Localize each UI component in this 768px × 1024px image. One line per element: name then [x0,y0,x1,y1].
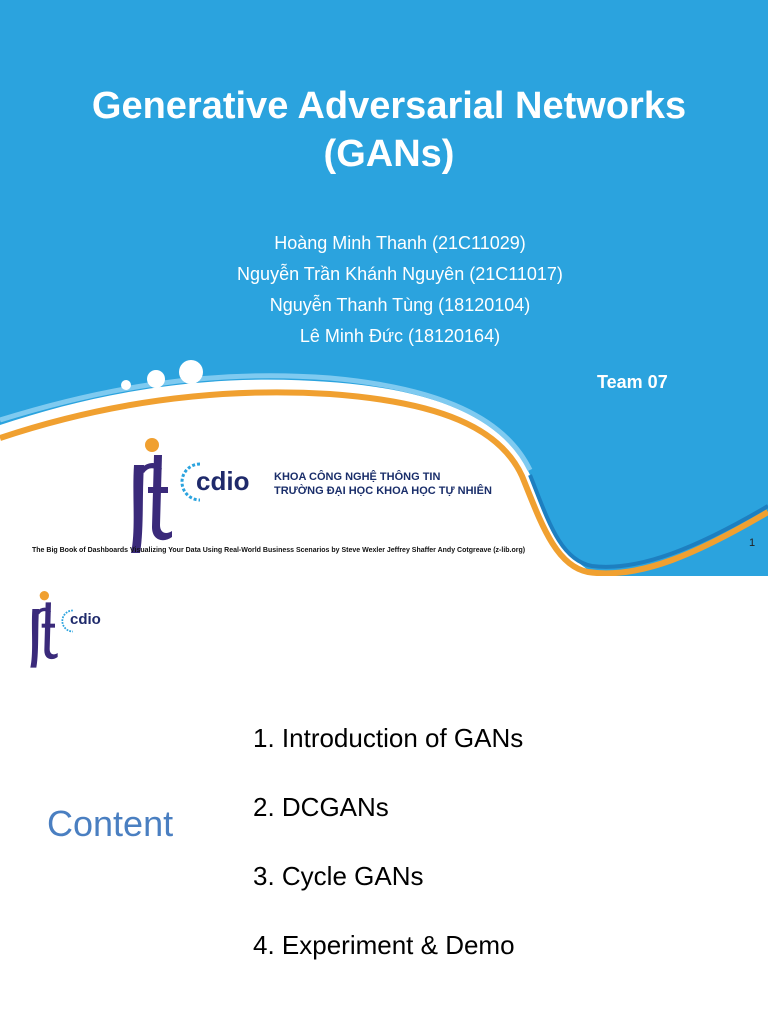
cdio-arc-small-icon [61,609,73,633]
content-slide: cdio Content 1. Introduction of GANs 2. … [0,577,768,1024]
toc-item: 4. Experiment & Demo [253,930,515,960]
school-name: KHOA CÔNG NGHỆ THÔNG TIN TRƯỜNG ĐẠI HỌC … [274,470,492,498]
cdio-logo-text: cdio [196,466,250,496]
fit-logo-icon [131,438,172,553]
cdio-arc-icon [180,462,201,502]
toc-item: 1. Introduction of GANs [253,723,524,753]
title-line-1: Generative Adversarial Networks [91,85,687,127]
decor-dot-small [121,380,131,390]
cdio-logo-small-text: cdio [70,611,101,628]
page-number: 1 [749,537,756,549]
slide-background [0,0,768,576]
author-item: Nguyễn Trần Khánh Nguyên (21C11017) [237,264,563,284]
slide-title: Generative Adversarial Networks (GANs) [0,82,768,178]
author-list: Hoàng Minh Thanh (21C11029) Nguyễn Trần … [0,228,768,352]
title-slide: Generative Adversarial Networks (GANs) H… [0,0,768,576]
school-line-2: TRƯỜNG ĐẠI HỌC KHOA HỌC TỰ NHIÊN [274,485,492,497]
author-item: Lê Minh Đức (18120164) [299,326,501,346]
team-label: Team 07 [597,372,668,392]
decor-dot-large [179,360,203,384]
footer-note: The Big Book of Dashboards Visualizing Y… [32,547,526,554]
decor-dot-medium [147,370,165,388]
title-line-2: (GANs) [323,133,455,175]
author-item: Hoàng Minh Thanh (21C11029) [274,233,526,253]
fit-logo-small-icon [30,591,58,668]
author-item: Nguyễn Thanh Tùng (18120104) [269,295,531,315]
content-heading: Content [47,803,174,844]
toc-item: 3. Cycle GANs [253,861,424,891]
toc-item: 2. DCGANs [253,792,389,822]
school-line-1: KHOA CÔNG NGHỆ THÔNG TIN [274,471,441,483]
